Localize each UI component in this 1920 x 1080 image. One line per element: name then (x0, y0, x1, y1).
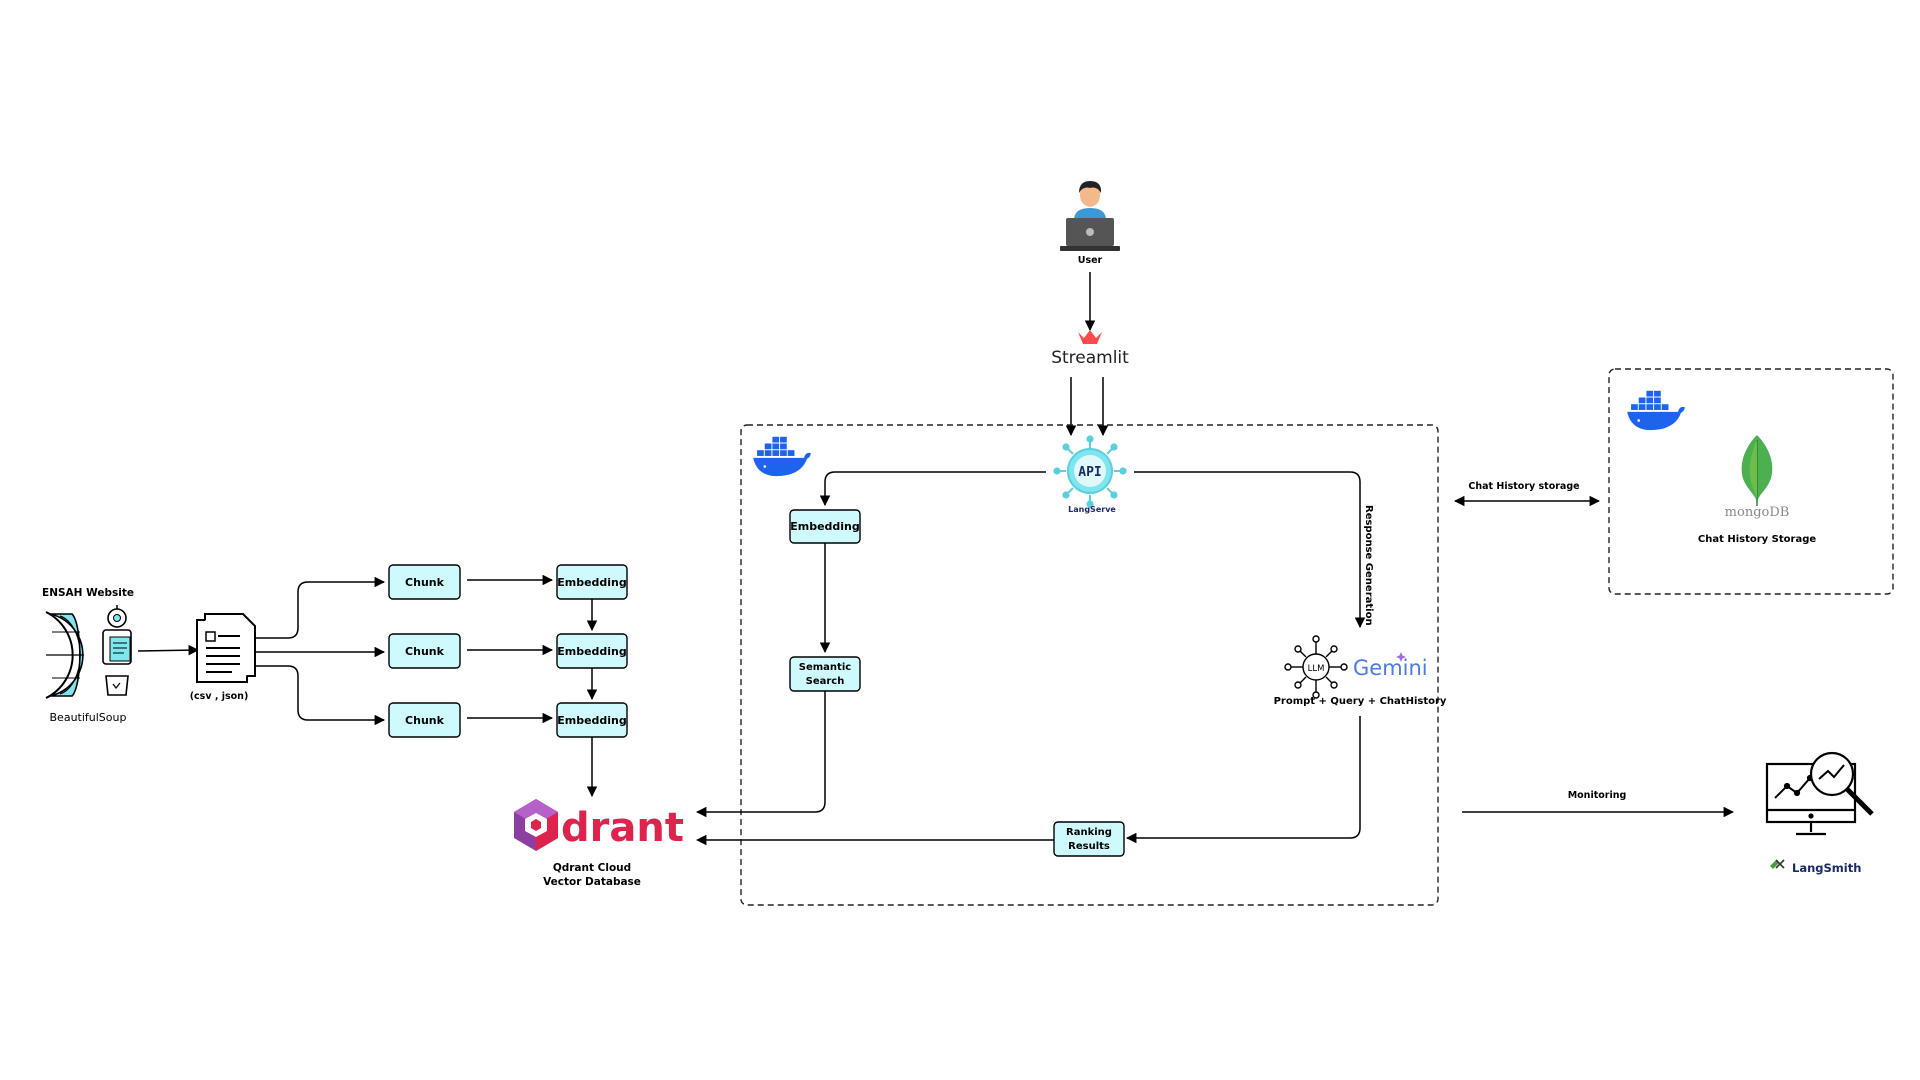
arrow-api-to-embedding (819, 471, 1046, 507)
docker-whale-icon (753, 436, 811, 477)
llm-network-icon (1284, 635, 1348, 699)
arrow-api-to-llm (1134, 471, 1366, 629)
qdrant-caption-line2: Vector Database (543, 876, 641, 888)
qdrant-logo-icon (514, 799, 558, 851)
chat-history-caption: Chat History Storage (1698, 534, 1816, 545)
query-embedding-label: Embedding (790, 520, 860, 533)
website-label: ENSAH Website (42, 587, 134, 599)
ranking-results-box (1053, 821, 1125, 857)
ranking-line2: Results (1068, 841, 1110, 852)
mongodb-leaf-icon (1741, 435, 1773, 506)
embedding-label: Embedding (557, 714, 627, 727)
gemini-logo-text: Gemini (1353, 656, 1428, 680)
docker-container-rag (740, 424, 1439, 906)
scraper-label: BeautifulSoup (50, 711, 127, 724)
robot-icon (102, 605, 132, 696)
langsmith-logo-icon (1770, 859, 1785, 869)
arrow-source-to-files (137, 644, 200, 656)
user-label: User (1078, 255, 1103, 266)
arrow-llm-to-ranking (1125, 716, 1361, 844)
qdrant-caption-line1: Qdrant Cloud (553, 862, 631, 874)
embedding-label: Embedding (557, 576, 627, 589)
globe-icon (45, 611, 84, 699)
user-laptop-icon (1060, 181, 1120, 251)
mongodb-logo-text: mongoDB (1725, 505, 1790, 520)
llm-chip-text: LLM (1308, 664, 1325, 674)
streamlit-label: Streamlit (1051, 348, 1129, 368)
langserve-label: LangServe (1068, 505, 1116, 514)
chunk-label: Chunk (405, 576, 445, 589)
gemini-sparkle-icon (1396, 652, 1406, 662)
chunk-label: Chunk (405, 714, 445, 727)
llm-caption: Prompt + Query + ChatHistory (1274, 696, 1447, 707)
ranking-line1: Ranking (1066, 827, 1112, 838)
embedding-label: Embedding (557, 645, 627, 658)
document-icon (196, 613, 256, 683)
semantic-search-line1: Semantic (799, 662, 851, 673)
docker-container-chat-history (1608, 368, 1894, 595)
api-gear-icon (1053, 435, 1127, 508)
docker-whale-icon (1627, 390, 1685, 431)
arrow-files-to-chunk-1 (255, 576, 386, 639)
monitoring-arrow-label: Monitoring (1568, 790, 1627, 801)
files-label: (csv , json) (190, 691, 249, 702)
chunk-box (388, 564, 461, 600)
chunk-box (388, 702, 461, 738)
chunk-box (388, 633, 461, 669)
arrow-search-to-qdrant (695, 691, 826, 818)
qdrant-logo-text: drant (561, 805, 684, 851)
response-generation-label: Response Generation (1363, 505, 1374, 626)
semantic-search-line2: Search (806, 676, 845, 687)
api-badge: API (1078, 465, 1101, 480)
langsmith-logo-text: LangSmith (1792, 861, 1861, 875)
arrow-files-to-chunk-3 (255, 665, 386, 726)
streamlit-crown-icon (1078, 330, 1102, 344)
chat-history-arrow-label: Chat History storage (1468, 481, 1579, 492)
chunk-label: Chunk (405, 645, 445, 658)
monitor-analytics-icon (1765, 751, 1874, 836)
